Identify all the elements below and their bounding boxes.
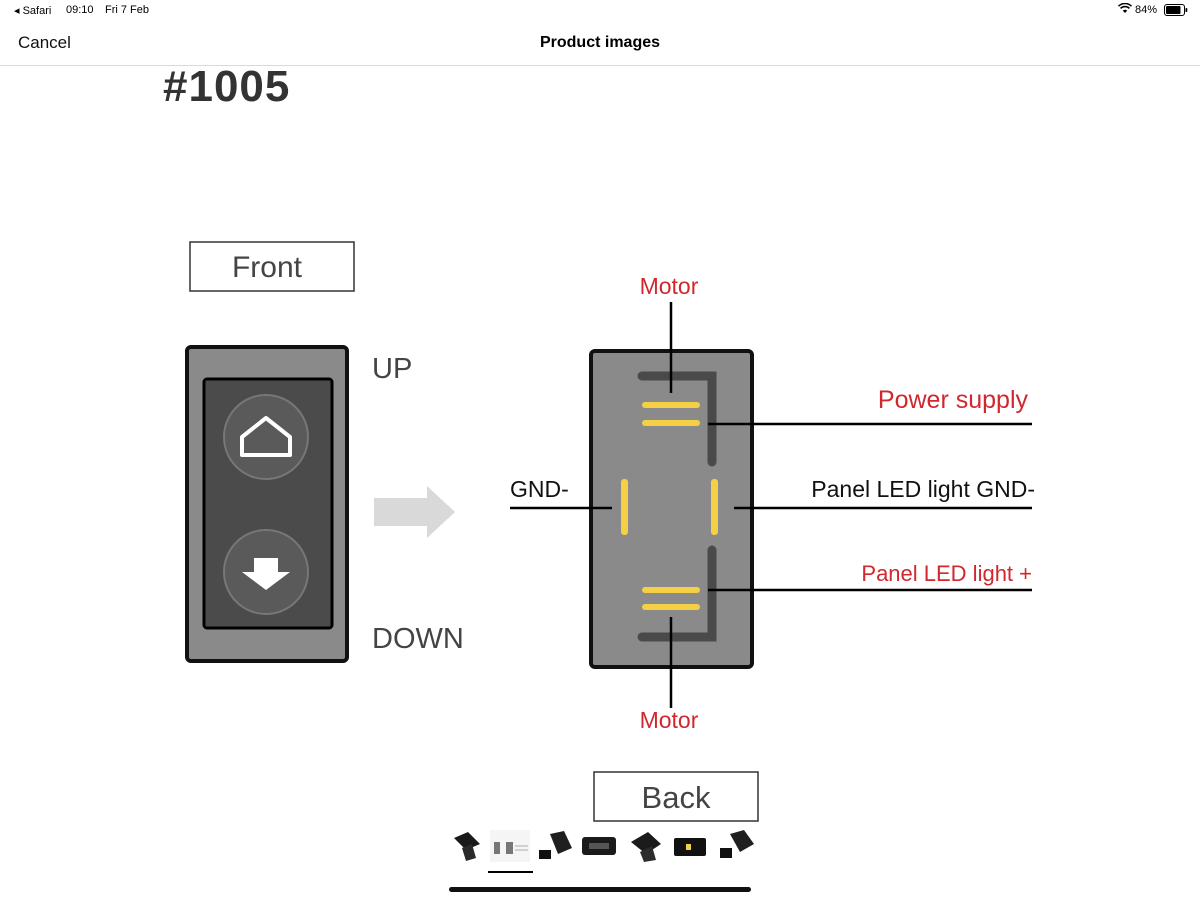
- status-bar: ◂ Safari 09:10 Fri 7 Feb 84%: [0, 0, 1200, 22]
- home-indicator[interactable]: [449, 887, 751, 892]
- thumbnail-3[interactable]: [536, 828, 574, 864]
- right-arrow-icon: [374, 486, 455, 538]
- up-button-face: [223, 394, 309, 480]
- page-title: Product images: [539, 34, 661, 51]
- front-switch: [185, 345, 349, 663]
- front-label-box: [189, 241, 355, 292]
- thumbnail-1[interactable]: [450, 828, 484, 864]
- motor-top-label: Motor: [640, 273, 699, 299]
- gnd-label: GND-: [510, 476, 569, 502]
- power-supply-label: Power supply: [878, 386, 1029, 414]
- status-time: 09:10: [66, 4, 94, 16]
- status-date: Fri 7 Feb: [105, 4, 150, 16]
- thumbnail-2[interactable]: [488, 828, 532, 864]
- wires: [510, 302, 1032, 708]
- thumbnail-7[interactable]: [718, 828, 756, 864]
- home-icon: [240, 416, 292, 457]
- selected-thumbnail-indicator: [488, 871, 533, 873]
- battery-percent: 84%: [1135, 4, 1158, 16]
- up-label: UP: [372, 353, 412, 385]
- thumbnail-4[interactable]: [580, 828, 618, 864]
- back-to-app-link[interactable]: ◂ Safari: [14, 5, 52, 17]
- wifi-icon: [1117, 2, 1133, 17]
- model-number: #1005: [163, 62, 291, 111]
- product-image: Front UP DOWN Motor Moto: [185, 241, 1035, 822]
- battery-icon: [1164, 4, 1188, 19]
- pins: [621, 402, 718, 610]
- back-label-box: [593, 771, 759, 822]
- front-label: Front: [232, 251, 303, 284]
- panel-led-plus-label: Panel LED light +: [861, 561, 1032, 586]
- thumbnail-strip: [448, 828, 758, 873]
- motor-bottom-label: Motor: [640, 707, 699, 733]
- down-arrow-icon: [242, 558, 290, 590]
- thumbnail-6[interactable]: [672, 828, 708, 864]
- back-label: Back: [642, 780, 711, 815]
- nav-bar: Cancel Product images: [0, 22, 1200, 66]
- cancel-button[interactable]: Cancel: [18, 33, 71, 52]
- panel-led-gnd-label: Panel LED light GND-: [811, 476, 1035, 502]
- thumbnail-5[interactable]: [628, 828, 664, 864]
- down-label: DOWN: [372, 623, 464, 655]
